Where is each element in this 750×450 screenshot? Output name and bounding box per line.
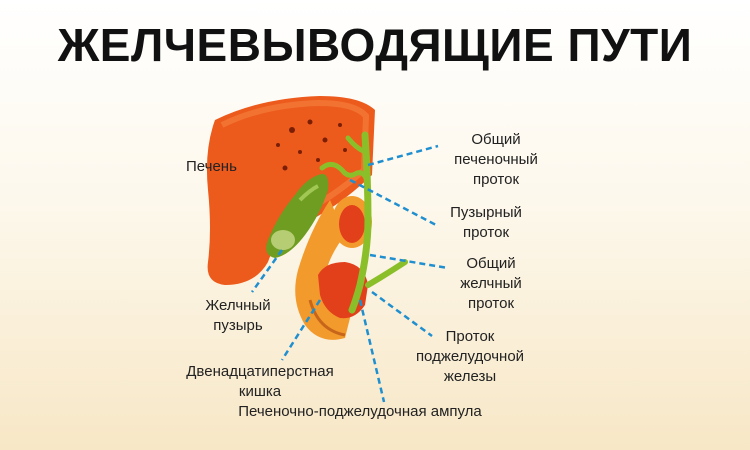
leader-lines bbox=[250, 144, 449, 403]
leader-common-bile-duct bbox=[369, 253, 449, 270]
label-ampulla: Печеночно-поджелудочная ампула bbox=[238, 403, 482, 420]
label-gallbladder: Желчный пузырь bbox=[205, 297, 271, 334]
leader-gallbladder bbox=[250, 249, 284, 293]
leader-pancreatic-duct bbox=[371, 290, 433, 338]
label-cystic-duct: Пузырный проток bbox=[450, 204, 522, 241]
leader-common-hepatic-duct bbox=[367, 144, 439, 167]
leader-duodenum bbox=[280, 299, 322, 361]
leader-cystic-duct bbox=[349, 178, 439, 228]
label-duodenum: Двенадцатиперстная кишка bbox=[186, 363, 334, 400]
label-pancreatic-duct: Проток поджелудочной железы bbox=[415, 328, 525, 385]
label-common-hepatic-duct: Общий печеночный проток bbox=[454, 131, 538, 188]
label-liver: Печень bbox=[186, 158, 237, 175]
gallbladder-shape bbox=[266, 174, 329, 258]
leader-ampulla bbox=[358, 299, 386, 403]
diagram-title: ЖЕЛЧЕВЫВОДЯЩИЕ ПУТИ bbox=[57, 19, 693, 71]
liver-shape bbox=[206, 96, 375, 285]
label-common-bile-duct: Общий желчный проток bbox=[460, 255, 522, 312]
duct-system bbox=[319, 131, 408, 314]
